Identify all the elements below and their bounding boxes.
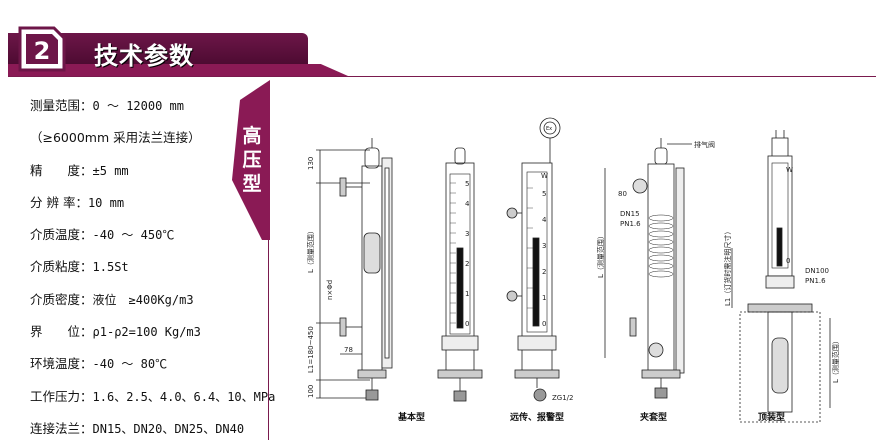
level-column-5 [776, 227, 783, 267]
spec-row-flange-note: （≥6000mm 采用法兰连接） [30, 130, 201, 146]
spec-row-interface: 界 位：ρ1-ρ2=100 Kg/m3 [30, 324, 201, 340]
svg-text:2: 2 [542, 268, 546, 276]
caption-basic: 基本型 [397, 411, 425, 423]
section-number-badge: 2 [18, 26, 66, 72]
svg-text:W: W [786, 166, 793, 174]
spec-row-ambient-temp: 环境温度：-40 ～ 80℃ [30, 356, 168, 372]
svg-text:0: 0 [465, 320, 469, 328]
dn15-label: DN15 [620, 210, 640, 218]
svg-text:5: 5 [465, 180, 469, 188]
high-pressure-tab [232, 80, 270, 240]
caption-jacketed: 夹套型 [640, 411, 667, 423]
pn16-label: PN1.6 [620, 220, 641, 228]
dim-l-range-1: L（测量范围） [306, 227, 315, 273]
caption-top-mounted: 顶装型 [758, 411, 785, 423]
svg-text:4: 4 [542, 216, 547, 224]
dim-78: 78 [344, 346, 353, 354]
level-column-3 [532, 237, 540, 327]
vent-valve-label: 排气阀 [694, 140, 715, 149]
dim-nxphid: n×Φd [326, 280, 334, 300]
spec-row-resolution: 分 辨 率：10 mm [30, 194, 125, 210]
header-divider [8, 76, 876, 77]
section-number: 2 [34, 37, 51, 65]
svg-text:4: 4 [465, 200, 470, 208]
diagram-jacketed: 排气阀 80 DN15 PN1.6 L（测量范围） [596, 138, 715, 399]
dim-l1-order: L1（订货时需注明尺寸） [723, 228, 732, 306]
svg-text:1: 1 [542, 294, 546, 302]
diagram-remote-alarm: Ex 0 1 2 3 4 5 W ZG1/2 [506, 117, 574, 402]
scale-ticks-2 [450, 182, 456, 324]
dim-l-range-5: L（测量范围） [831, 337, 840, 383]
svg-text:1: 1 [465, 290, 469, 298]
svg-text:2: 2 [465, 260, 469, 268]
spec-row-pressure: 工作压力：1.6、2.5、4.0、6.4、10、MPa [30, 388, 276, 404]
zg-label: ZG1/2 [552, 394, 574, 402]
dim-l1: L1=180~450 [307, 326, 315, 373]
gauge-label: Ex [546, 126, 552, 132]
spec-row-density: 介质密度：液位 ≥400Kg/m3 [30, 291, 194, 307]
diagram-basic: 130 L（测量范围） L1=180~450 100 n×Φd 78 [306, 138, 393, 401]
dim-100: 100 [307, 385, 315, 398]
high-pressure-tab-label: 高 压 型 [242, 125, 262, 195]
section-title: 技术参数 [94, 42, 194, 70]
spec-list: 测量范围：0 ～ 12000 mm （≥6000mm 采用法兰连接） 精 度：±… [30, 90, 276, 445]
spec-row-viscosity: 介质粘度：1.5St [30, 259, 129, 275]
section-header-underbar [8, 64, 348, 76]
svg-text:3: 3 [542, 242, 546, 250]
jacket-coil [648, 214, 674, 278]
svg-text:0: 0 [786, 257, 790, 265]
svg-text:5: 5 [542, 190, 546, 198]
dim-130: 130 [307, 157, 315, 170]
svg-text:3: 3 [465, 230, 469, 238]
caption-remote-alarm: 远传、报警型 [510, 411, 564, 423]
dim-80: 80 [618, 190, 627, 198]
svg-text:0: 0 [542, 320, 546, 328]
tab-divider-line [268, 240, 269, 440]
spec-row-range: 测量范围：0 ～ 12000 mm [30, 98, 184, 113]
diagram-front-scale: 0 1 2 3 4 5 [437, 147, 483, 402]
dn100-label: DN100 [805, 267, 829, 275]
level-gauge-drawing: 130 L（测量范围） L1=180~450 100 n×Φd 78 [306, 117, 840, 423]
spec-row-flange: 连接法兰：DN15、DN20、DN25、DN40 [30, 420, 245, 436]
svg-text:W: W [541, 172, 548, 180]
dim-l-range-3: L（测量范围） [596, 232, 605, 278]
spec-row-accuracy: 精 度：±5 mm [30, 162, 129, 178]
diagram-top-mounted: W 0 DN100 PN1.6 L1（订货时需注明尺寸） L（测量范围） [723, 130, 840, 423]
pn16b-label: PN1.6 [805, 277, 826, 285]
spec-row-medium-temp: 介质温度：-40 ～ 450℃ [30, 227, 175, 243]
level-column-2 [456, 247, 464, 329]
